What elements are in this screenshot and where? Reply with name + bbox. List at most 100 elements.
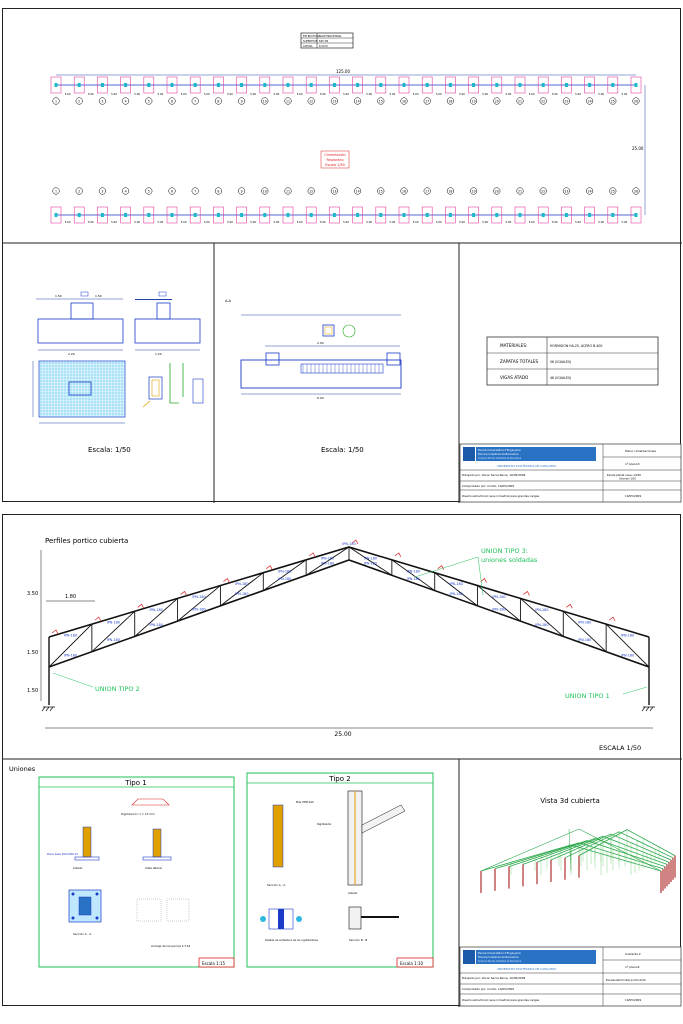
tb2-school-1: Tècnica Industrial de Barcelona — [478, 955, 519, 959]
column-mark — [100, 213, 104, 217]
grid-bubble — [446, 187, 454, 195]
grid-bubble — [516, 97, 524, 105]
column-mark — [402, 213, 406, 217]
column-mark — [402, 83, 406, 87]
profile-label: IPN-180 — [321, 556, 334, 560]
grid-bubble — [470, 97, 478, 105]
column-mark — [564, 83, 568, 87]
column-number: 21 — [518, 99, 522, 103]
footing — [398, 206, 410, 224]
column-number: 18 — [448, 99, 452, 103]
grid-bubble — [423, 97, 431, 105]
union2-label: UNION TIPO 2 — [95, 685, 140, 693]
weld-mark — [608, 616, 616, 622]
diagonal-member — [91, 610, 136, 653]
grid-bubble — [516, 187, 524, 195]
footing — [584, 76, 595, 94]
footing-detail: 1.50 1.50 2.20 1.20 Escala: 1/50 — [32, 291, 204, 454]
footing — [50, 206, 62, 224]
materials-label-2: VIGAS ATADO — [500, 375, 529, 380]
footing — [305, 76, 317, 94]
footing — [305, 206, 317, 224]
grid-bubble — [261, 187, 269, 195]
bay-dim: 5.00 — [111, 92, 117, 96]
diagonal-member — [305, 546, 350, 576]
foundation-plan: 125.00 25.00 15.0025.0035.0045.0055.0065… — [50, 69, 646, 224]
bay-dim: 5.00 — [111, 220, 117, 224]
column-mark — [124, 213, 128, 217]
column-mark — [77, 83, 81, 87]
footing — [97, 206, 108, 224]
title-block-sheet2: Escola Universitària d'Enginyeria Tècnic… — [459, 946, 682, 1007]
column-mark — [216, 83, 220, 87]
footing — [352, 206, 363, 224]
bay-dim: 5.00 — [436, 92, 442, 96]
footing-scale: Escala: 1/50 — [88, 446, 131, 454]
grid-bubble — [354, 187, 362, 195]
column-number: 6 — [171, 99, 173, 103]
weld-mark — [266, 565, 273, 570]
footing — [630, 206, 642, 224]
union-callouts: UNION TIPO 3: uniones soldadas UNION TIP… — [52, 547, 648, 700]
tb2-scale: Escalavista frontal portico1/50 — [606, 978, 646, 982]
column-mark — [124, 83, 128, 87]
footing — [375, 76, 387, 94]
column-mark — [541, 213, 545, 217]
profile-label: IPN-180 — [192, 595, 205, 599]
grid-bubble — [145, 187, 153, 195]
union-type1-panel: Tipo 1 Rigidización: t = 10 mm Alzado Vi… — [38, 776, 235, 968]
column-number: 16 — [402, 189, 406, 193]
bay-dim: 5.00 — [343, 92, 349, 96]
tb2-date: 10/05/2009 — [625, 998, 641, 1002]
column-mark — [147, 213, 151, 217]
column-mark — [263, 213, 267, 217]
top-footings-row: 15.0025.0035.0045.0055.0065.0075.0085.00… — [50, 76, 642, 105]
tb1-plan-number: nº plano3 — [625, 462, 640, 466]
footing — [73, 206, 85, 224]
column-number: 1 — [55, 189, 57, 193]
grid-bubble — [307, 187, 315, 195]
column-number: 22 — [541, 99, 545, 103]
truss-span: 25.00 — [334, 731, 351, 738]
tb1-university: UNIVERSITAT POLITÈCNICA DE CATALUNYA — [497, 463, 556, 468]
footing — [630, 76, 642, 94]
profile-label: IPN-180 — [407, 577, 420, 581]
bottom-footings-row: 15.0025.0035.0045.0055.0065.0075.0085.00… — [50, 187, 642, 224]
tb1-school-2: Consorci Escola Industrial de Barcelona — [478, 457, 522, 460]
tb2-checked-by: Comprobado por: Curillo, 10/05/2009 — [462, 987, 514, 991]
beam-dim-0: 2.00 — [317, 341, 324, 345]
profile-label: IPN-180 — [321, 562, 334, 566]
footing — [491, 206, 503, 224]
grid-bubble — [98, 187, 106, 195]
grid-bubble — [75, 187, 83, 195]
grid-bubble — [377, 187, 385, 195]
column-mark — [332, 83, 336, 87]
footing — [421, 206, 433, 224]
bay-dim: 5.00 — [134, 92, 140, 96]
bay-dim: 5.00 — [88, 220, 94, 224]
column-mark — [240, 83, 244, 87]
profile-label: IPN-180 — [278, 569, 291, 573]
column-mark — [170, 83, 174, 87]
footing — [166, 76, 178, 94]
column-number: 7 — [194, 99, 196, 103]
grid-bubble — [168, 187, 176, 195]
profile-label: IPN-180 — [364, 556, 377, 560]
grid-bubble — [330, 97, 338, 105]
tipo1-note-2: Vista lateral — [145, 866, 162, 870]
university-logo-icon-2 — [463, 950, 475, 964]
column-mark — [448, 213, 452, 217]
profile-label: IPN-180 — [150, 608, 163, 612]
bay-dim: 5.00 — [366, 92, 372, 96]
column-number: 20 — [495, 99, 499, 103]
weld-mark — [180, 590, 187, 596]
bay-dim: 5.00 — [88, 92, 94, 96]
tipo2-note-2: Alzado — [348, 891, 358, 895]
profile-label: IPN-180 — [450, 592, 463, 596]
tipo1-note-0: Rigidización: t = 10 mm — [121, 812, 155, 816]
tb2-school-0: Escola Universitària d'Enginyeria — [478, 951, 521, 955]
bay-dim: 5.00 — [552, 220, 558, 224]
bay-dim: 5.00 — [390, 220, 396, 224]
column-number: 14 — [356, 189, 360, 193]
footing — [491, 76, 503, 94]
